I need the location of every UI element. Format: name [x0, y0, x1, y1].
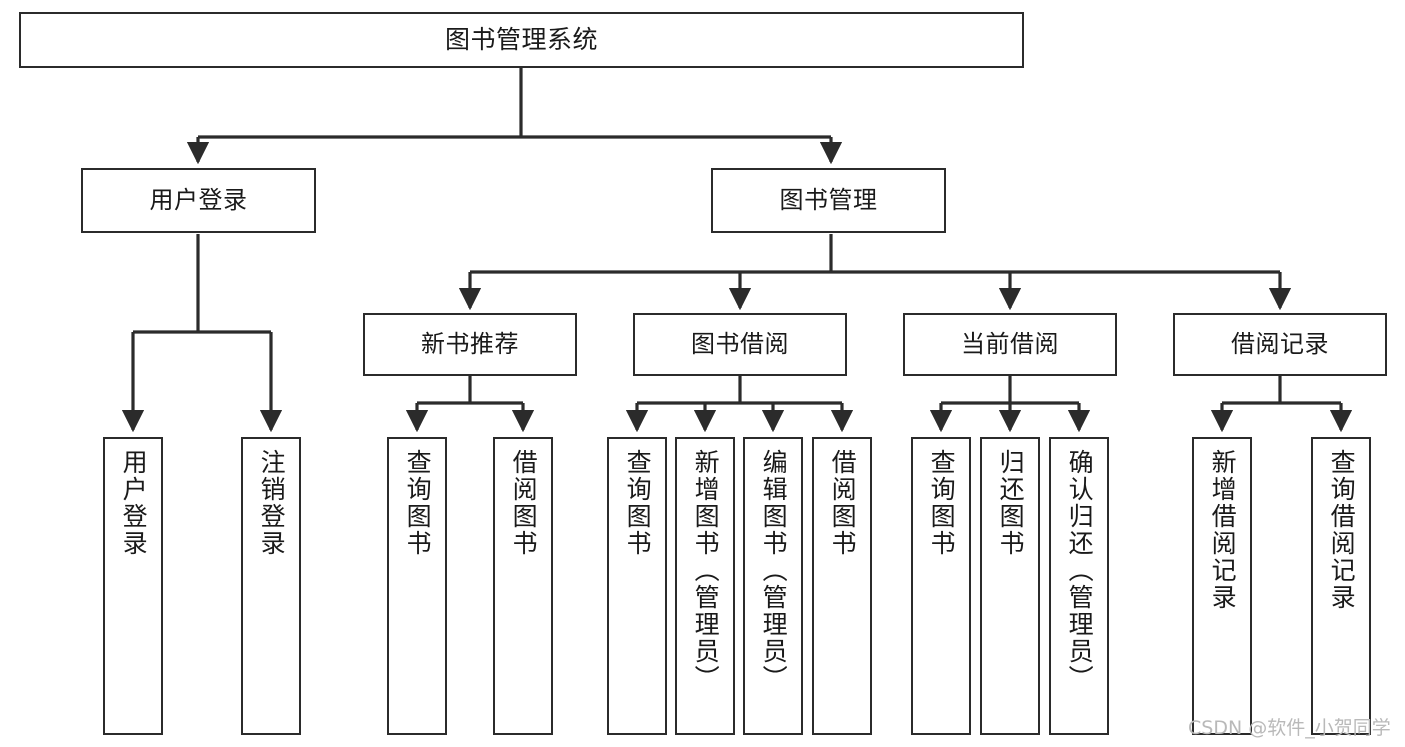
node-label: 新增图书（管理员）	[691, 449, 721, 692]
node-label: 确认归还（管理员）	[1065, 449, 1095, 692]
node-root-system[interactable]: 图书管理系统	[19, 12, 1024, 68]
node-label: 图书管理系统	[444, 25, 598, 55]
node-label: 借阅图书	[509, 449, 539, 557]
watermark-text: CSDN @软件_小贺同学	[1188, 717, 1391, 739]
node-label: 查询图书	[403, 449, 433, 557]
node-leaf-edit-book-admin[interactable]: 编辑图书（管理员）	[743, 437, 803, 735]
node-leaf-borrow-book-new[interactable]: 借阅图书	[493, 437, 553, 735]
node-leaf-query-borrow-record[interactable]: 查询借阅记录	[1311, 437, 1371, 735]
node-label: 查询图书	[623, 449, 653, 557]
node-leaf-confirm-return-admin[interactable]: 确认归还（管理员）	[1049, 437, 1109, 735]
node-leaf-add-book-admin[interactable]: 新增图书（管理员）	[675, 437, 735, 735]
node-book-borrow[interactable]: 图书借阅	[633, 313, 847, 376]
node-label: 查询图书	[927, 449, 957, 557]
node-label: 查询借阅记录	[1327, 449, 1357, 611]
node-new-book-recommend[interactable]: 新书推荐	[363, 313, 577, 376]
node-leaf-logout[interactable]: 注销登录	[241, 437, 301, 735]
node-leaf-borrow-book[interactable]: 借阅图书	[812, 437, 872, 735]
node-leaf-return-book[interactable]: 归还图书	[980, 437, 1040, 735]
node-leaf-query-book-current[interactable]: 查询图书	[911, 437, 971, 735]
node-leaf-query-book-borrow[interactable]: 查询图书	[607, 437, 667, 735]
node-book-management[interactable]: 图书管理	[711, 168, 946, 233]
node-label: 新书推荐	[421, 330, 519, 359]
node-current-borrow[interactable]: 当前借阅	[903, 313, 1117, 376]
node-label: 借阅图书	[828, 449, 858, 557]
node-borrow-record[interactable]: 借阅记录	[1173, 313, 1387, 376]
node-label: 图书管理	[779, 186, 878, 215]
node-user-login[interactable]: 用户登录	[81, 168, 316, 233]
node-leaf-user-login[interactable]: 用户登录	[103, 437, 163, 735]
node-label: 图书借阅	[691, 330, 789, 359]
node-label: 借阅记录	[1231, 330, 1329, 359]
node-label: 编辑图书（管理员）	[759, 449, 789, 692]
node-leaf-query-book-new[interactable]: 查询图书	[387, 437, 447, 735]
node-label: 注销登录	[257, 449, 287, 557]
node-leaf-add-borrow-record[interactable]: 新增借阅记录	[1192, 437, 1252, 735]
node-label: 新增借阅记录	[1208, 449, 1238, 611]
node-label: 用户登录	[149, 186, 248, 215]
node-label: 归还图书	[996, 449, 1026, 557]
node-label: 当前借阅	[961, 330, 1059, 359]
node-label: 用户登录	[119, 449, 149, 557]
